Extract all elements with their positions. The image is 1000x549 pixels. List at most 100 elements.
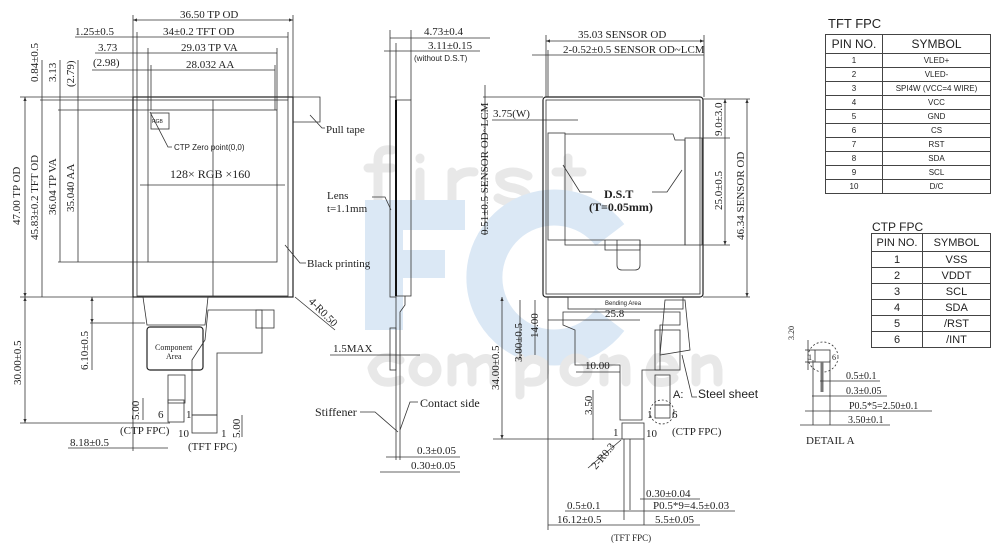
detail-dim-350: 3.50±0.1 (848, 415, 884, 426)
pin-number: 3 (825, 81, 883, 96)
table-row: 5/RST (871, 315, 991, 332)
pin-number: 1 (871, 251, 923, 268)
front-view: RGB CTP Zero point(0,0) 128× RGB ×160 Pu… (11, 9, 371, 453)
dim-tft-od-height: 45.83±0.2 TFT OD (29, 155, 41, 240)
dim-14: 14.00 (529, 313, 541, 338)
column-header: PIN NO. (825, 34, 883, 54)
detail-a-ref: A: (673, 389, 683, 401)
pin-number: 5 (871, 315, 923, 332)
dim-tft-5: 5.00 (231, 418, 243, 438)
pin-symbol: CS (882, 123, 991, 138)
detail-pin-1: 1 (808, 353, 812, 362)
dim-3: 3.00±0.5 (513, 322, 525, 362)
ctp-zero-point: CTP Zero point(0,0) (174, 143, 245, 152)
dim-aa-height: 35.040 AA (65, 164, 77, 212)
contact-side-label: Contact side (420, 396, 480, 410)
dst-thickness: (T=0.05mm) (589, 200, 653, 214)
dim-279: (2.79) (65, 60, 77, 87)
ctp-pin-6: 6 (158, 409, 164, 421)
ctp-fpc-back-label: (CTP FPC) (672, 426, 722, 438)
pin-number: 7 (825, 137, 883, 152)
watermark-first (363, 145, 587, 208)
dim-r03: 2-R0.3 (589, 441, 618, 472)
pin-symbol: VCC (882, 95, 991, 110)
steel-sheet (654, 329, 681, 371)
corner-radius-label: 4-R0.50 (306, 296, 340, 330)
dim-03: 0.3±0.05 (417, 445, 457, 457)
dim-tft-od-width: 34±0.2 TFT OD (163, 26, 234, 38)
tft-pin-1: 1 (221, 428, 227, 440)
dim-pitch-tft: P0.5*9=4.5±0.03 (653, 500, 730, 512)
table-row: 6/INT (871, 331, 991, 348)
dim-ctp-5: 5.00 (130, 400, 142, 420)
component-area (146, 326, 204, 371)
tft-pin-10: 10 (178, 428, 190, 440)
dim-sensor-od-height: 46.34 SENSOR OD (735, 152, 747, 240)
dim-10: 10.00 (585, 360, 610, 372)
pin-symbol: SPI4W (VCC=4 WIRE) (882, 81, 991, 96)
pin-symbol: GND (882, 109, 991, 124)
pin-number: 3 (871, 283, 923, 300)
dim-tp-va-width: 29.03 TP VA (181, 42, 238, 54)
ctp-back-pin-6: 6 (672, 409, 678, 421)
dim-320: 3.20 (787, 326, 796, 340)
pin-symbol: SCL (882, 165, 991, 180)
pin-number: 2 (871, 267, 923, 284)
pin-number: 4 (871, 299, 923, 316)
dim-sensor-od-lcm: 2-0.52±0.5 SENSOR OD~LCM (563, 44, 705, 56)
pin-number: 4 (825, 95, 883, 110)
pin-symbol: D/C (882, 179, 991, 194)
pin-number: 10 (825, 179, 883, 194)
active-area (147, 109, 278, 263)
black-printing-label: Black printing (307, 258, 371, 270)
dst-strip-left (547, 132, 566, 241)
ctp-fpc-title: CTP FPC (872, 220, 924, 234)
detail-a-title: DETAIL A (806, 435, 855, 447)
without-dst-note: (without D.S.T) (414, 54, 468, 63)
tp-outline (132, 96, 294, 298)
pull-tape-label: Pull tape (326, 124, 365, 136)
dim-030: 0.30±0.05 (411, 460, 456, 472)
ctp-back-pin-1: 1 (647, 409, 653, 421)
detail-pin-6: 6 (832, 353, 836, 362)
pin-symbol: RST (882, 137, 991, 152)
dim-1-5max: 1.5MAX (333, 343, 372, 355)
dst-strip-right (684, 137, 703, 246)
dim-offset-298: (2.98) (93, 57, 120, 69)
dim-tp-va-height: 36.04 TP VA (47, 158, 59, 215)
tft-fpc-contacts (191, 414, 218, 434)
dst-label: D.S.T (604, 187, 633, 201)
lens-label: Lens (327, 190, 348, 202)
steel-sheet-label: Steel sheet (698, 387, 759, 401)
pull-tape (293, 96, 321, 123)
pin-number: 1 (825, 53, 883, 68)
dim-610: 6.10±0.5 (79, 330, 91, 370)
column-header: PIN NO. (871, 233, 923, 252)
dim-aa-width: 28.032 AA (186, 59, 234, 71)
pin-symbol: SDA (922, 299, 991, 316)
ctp-fpc-contacts (167, 399, 185, 423)
tft-back-pin-1: 1 (613, 427, 619, 439)
dim-thickness-no-dst: 3.11±0.15 (428, 40, 473, 52)
column-header: SYMBOL (882, 34, 991, 54)
tft-fpc-contacts-back (621, 422, 645, 440)
pin-number: 5 (825, 109, 883, 124)
dim-9: 9.0±3.0 (713, 102, 725, 136)
watermark (363, 145, 723, 400)
dim-sensor-lcm-vertical: 0.51±0.5 SENSOR OD~LCM (479, 102, 491, 235)
detail-dim-05: 0.5±0.1 (846, 371, 877, 382)
tft-fpc-label: (TFT FPC) (188, 441, 237, 453)
